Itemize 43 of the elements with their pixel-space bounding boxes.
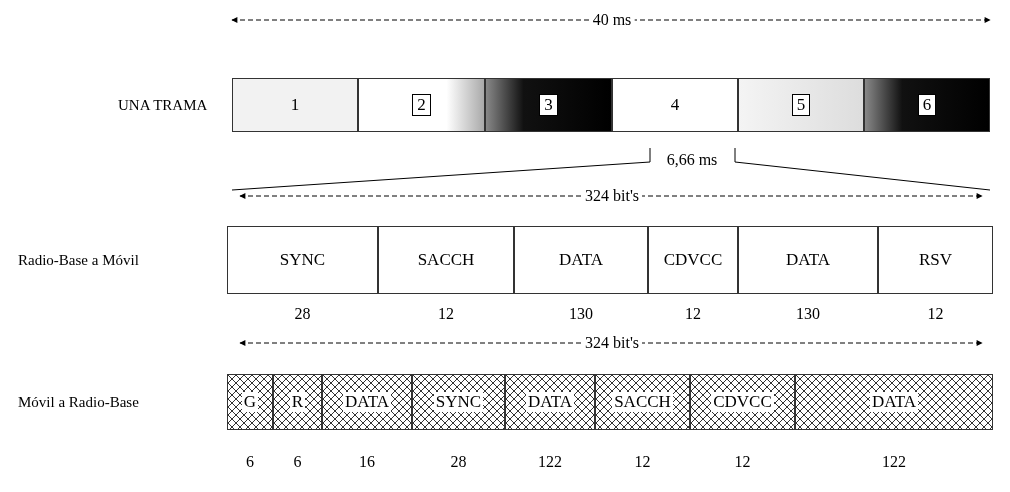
- hatched-field-box: [322, 374, 412, 430]
- field-name: DATA: [870, 392, 918, 412]
- field-name: R: [289, 392, 306, 412]
- hatched-field-box: [595, 374, 690, 430]
- field-name: DATA: [786, 250, 830, 270]
- time-slot-box: [864, 78, 990, 132]
- field-box: [378, 226, 514, 294]
- field-box: [738, 226, 878, 294]
- field-name: SYNC: [433, 392, 484, 412]
- hatched-field-box: [795, 374, 993, 430]
- time-slot-box: [232, 78, 358, 132]
- slot-number: 1: [290, 95, 300, 115]
- hatched-field-box: [412, 374, 505, 430]
- field-name: RSV: [918, 250, 953, 270]
- field-name: SYNC: [279, 250, 326, 270]
- slot-number: 6: [917, 94, 937, 116]
- row-label: UNA TRAMA: [118, 96, 208, 114]
- hatched-field-box: [505, 374, 595, 430]
- row-label: Radio-Base a Móvil: [18, 251, 139, 269]
- time-slot-box: [738, 78, 864, 132]
- field-name: G: [241, 392, 259, 412]
- field-name: DATA: [526, 392, 574, 412]
- time-slot-box: [485, 78, 612, 132]
- field-name: SACCH: [417, 250, 475, 270]
- hatched-field-box: [273, 374, 322, 430]
- time-slot-box: [612, 78, 738, 132]
- time-slot-box: [358, 78, 485, 132]
- field-name: SACCH: [612, 392, 673, 412]
- field-name: CDVCC: [663, 250, 723, 270]
- row-label: Móvil a Radio-Base: [18, 393, 139, 411]
- slot-number: 3: [539, 94, 558, 116]
- hatched-field-box: [690, 374, 795, 430]
- field-box: [648, 226, 738, 294]
- hatched-field-box: [227, 374, 273, 430]
- slot-number: 5: [791, 94, 811, 116]
- slot-number: 2: [412, 94, 431, 116]
- field-box: [878, 226, 993, 294]
- field-box: [514, 226, 648, 294]
- field-name: CDVCC: [711, 392, 774, 412]
- field-box: [227, 226, 378, 294]
- field-name: DATA: [559, 250, 603, 270]
- slot-number: 4: [670, 95, 680, 115]
- field-name: DATA: [343, 392, 391, 412]
